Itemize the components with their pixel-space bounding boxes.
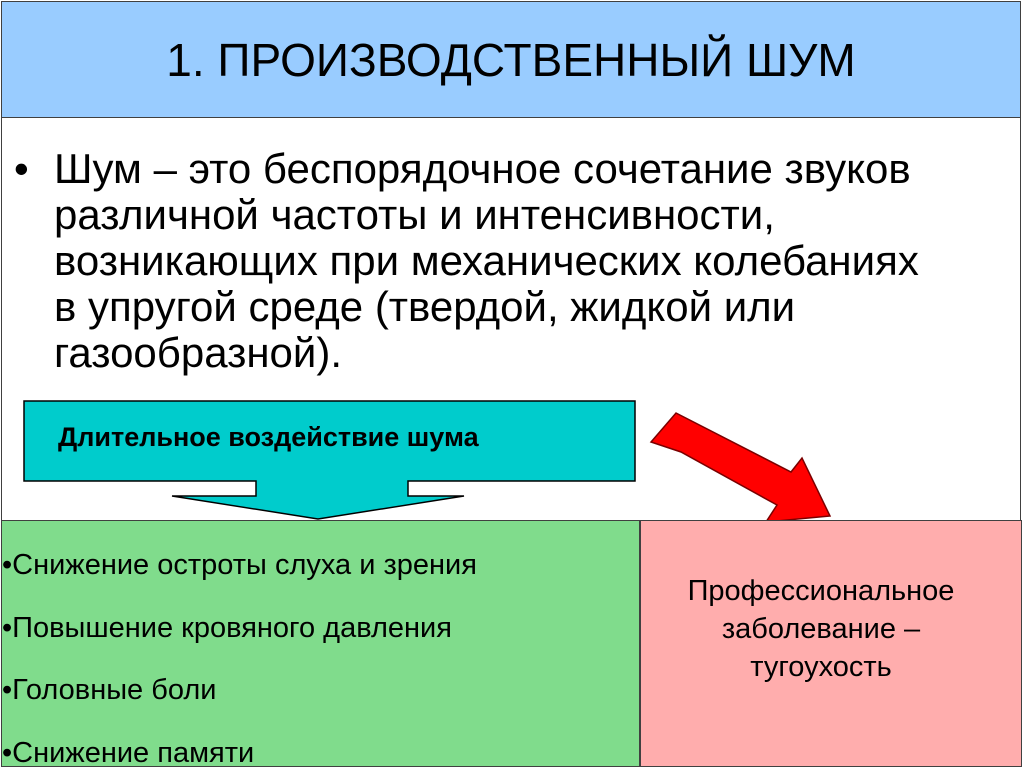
slide-header: 1. ПРОИЗВОДСТВЕННЫЙ ШУМ [1,1,1021,118]
disease-line: Профессиональное [640,572,1002,610]
definition-line: различной частоты и интенсивности, [54,192,1004,238]
definition-text: Шум – это беспорядочное сочетание звуков… [54,146,1004,376]
effect-item: •Снижение памяти [2,722,477,784]
effect-item: •Головные боли [2,659,477,722]
effects-list: •Снижение остроты слуха и зрения •Повыше… [2,534,477,784]
definition-line: Шум – это беспорядочное сочетание звуков [54,146,1004,192]
definition-bullet: • Шум – это беспорядочное сочетание звук… [14,146,1004,376]
cause-label: Длительное воздействие шума [58,419,479,455]
definition-line: в упругой среде (твердой, жидкой или [54,284,1004,330]
red-arrow-icon [651,413,830,522]
bullet-marker: • [14,146,54,376]
disease-line: заболевание – [640,610,1002,648]
slide-title: 1. ПРОИЗВОДСТВЕННЫЙ ШУМ [2,2,1020,119]
definition-line: газообразной). [54,330,1004,376]
effect-item: •Снижение остроты слуха и зрения [2,534,477,597]
disease-line: тугоухость [640,648,1002,686]
definition-line: возникающих при механических колебаниях [54,238,1004,284]
disease-text: Профессиональное заболевание – тугоухост… [640,572,1002,686]
effect-item: •Повышение кровяного давления [2,597,477,660]
